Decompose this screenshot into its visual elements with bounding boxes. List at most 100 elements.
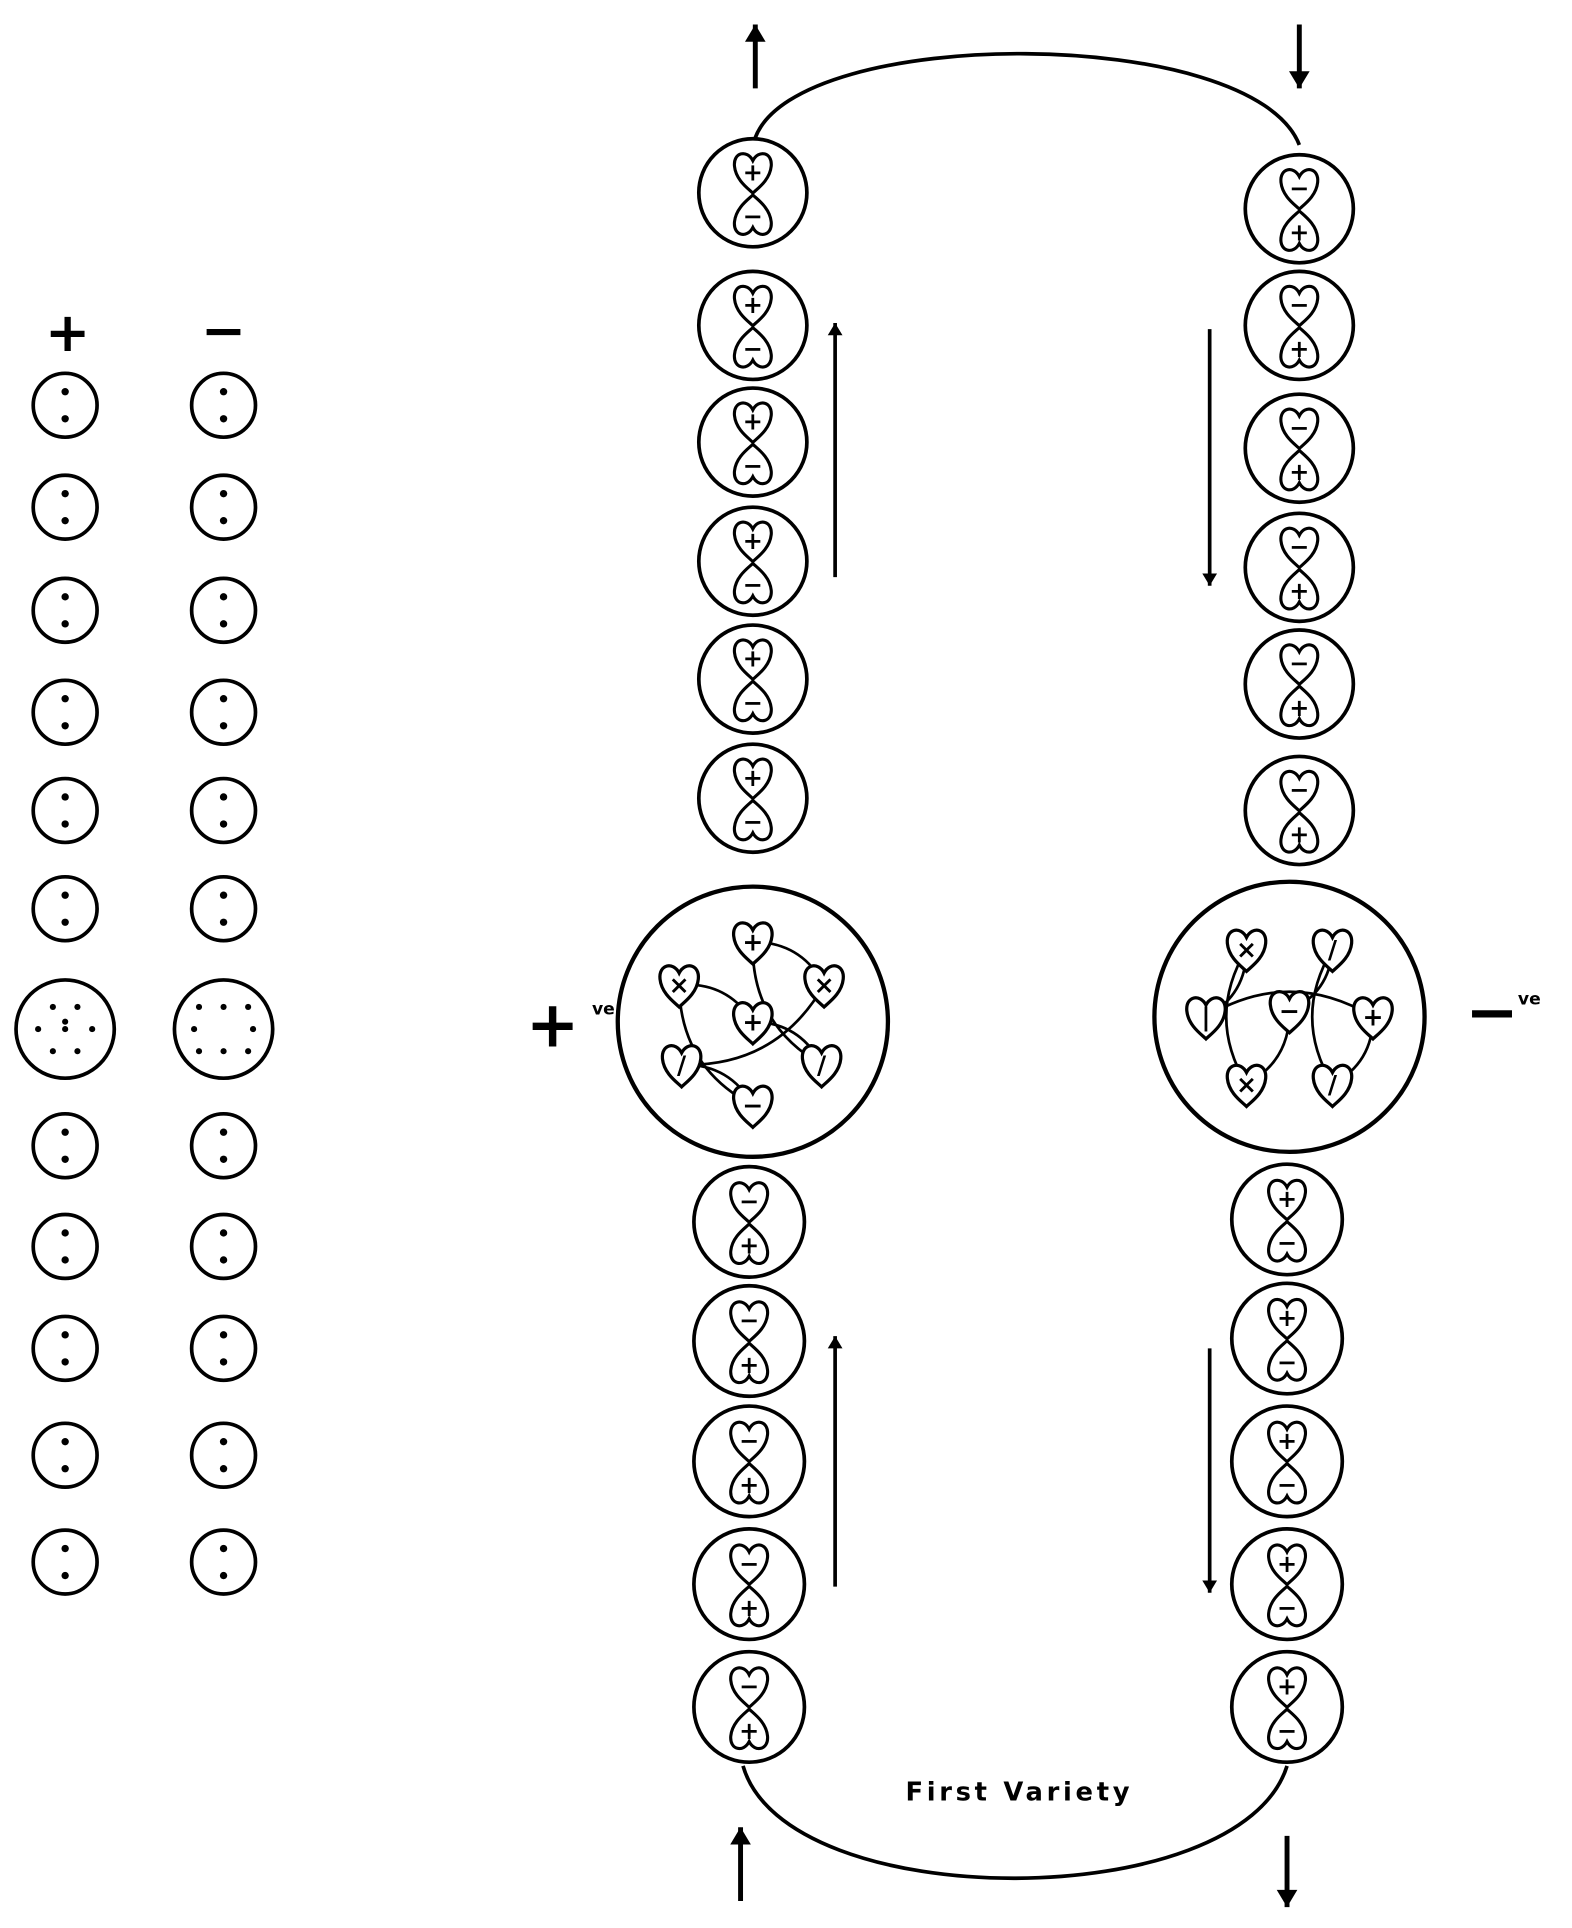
sign-label: − <box>1289 650 1309 678</box>
circle-outline <box>189 576 258 645</box>
circle-outline <box>31 776 99 845</box>
dot <box>61 722 69 730</box>
heart-particle: + <box>732 401 773 445</box>
heart-particle: − <box>729 1300 770 1344</box>
heart-outline <box>729 1221 770 1265</box>
dot <box>219 1571 228 1580</box>
circle-outline <box>31 371 99 440</box>
minus-legend-circle <box>189 1212 258 1281</box>
dot <box>219 593 228 601</box>
circle-outline <box>31 874 99 943</box>
heart-particle: − <box>732 679 773 723</box>
heart-particle: × <box>1225 928 1268 974</box>
sign-label: − <box>1277 1348 1297 1376</box>
legend-columns: + − <box>14 299 275 1596</box>
dot <box>49 1003 56 1011</box>
heart-outline <box>1225 928 1268 974</box>
sign-label: + <box>1277 1185 1297 1213</box>
heart-outline <box>803 964 845 1010</box>
sign-label: − <box>739 1427 759 1455</box>
dot <box>61 1465 69 1473</box>
plus-legend-circle <box>31 1421 99 1489</box>
heart-particle: + <box>729 1221 770 1265</box>
right-upper-chain: −+−+−+−+−+−+ <box>1243 152 1356 867</box>
heart-particle: − <box>732 192 773 236</box>
right-lower-chain: +−+−+−+−+− <box>1229 1162 1345 1765</box>
heart-particle: − <box>732 798 773 842</box>
heart-outline <box>1279 567 1320 611</box>
dot <box>219 1229 228 1237</box>
sign-label: − <box>1277 1471 1297 1499</box>
heart-outline <box>732 442 773 486</box>
sign-label: − <box>743 808 763 836</box>
sign-label: − <box>1277 1717 1297 1745</box>
heart-outline <box>732 798 773 842</box>
dot <box>61 516 69 525</box>
minus-legend-circle <box>189 1314 258 1383</box>
atom: −+ <box>692 1527 807 1642</box>
heart-outline <box>1279 683 1320 728</box>
heart-outline <box>729 1584 770 1628</box>
heart-particle: × <box>1225 1063 1268 1109</box>
dot <box>61 593 69 601</box>
dot <box>219 620 228 628</box>
dot <box>219 1155 228 1163</box>
dot <box>62 1026 69 1033</box>
atom: +− <box>696 505 809 618</box>
circle-outline <box>189 1212 258 1281</box>
dot <box>220 1003 227 1011</box>
dot <box>219 1465 228 1473</box>
atom: +− <box>696 742 809 855</box>
circle-outline <box>31 1111 99 1180</box>
atom: −+ <box>692 1404 807 1519</box>
plus-legend-circle <box>14 978 117 1081</box>
dot <box>219 1438 228 1446</box>
dot <box>62 1018 69 1025</box>
dot <box>61 918 69 926</box>
sign-label: / <box>1328 935 1338 964</box>
sign-label: × <box>1236 1070 1257 1099</box>
plus-legend-circle <box>31 1111 99 1180</box>
sign-label: − <box>1279 997 1300 1026</box>
sign-label: + <box>743 527 763 555</box>
atom: +− <box>1229 1527 1345 1642</box>
minus-column-header: − <box>201 299 246 362</box>
atom: −+ <box>692 1283 807 1399</box>
heart-outline <box>1311 1063 1354 1109</box>
positive-center-atom: +××+//− <box>615 884 891 1159</box>
heart-outline <box>732 192 773 236</box>
top-left-up-arrow <box>744 24 766 89</box>
heart-particle: × <box>658 964 700 1010</box>
right-lower-down-arrow <box>1202 1348 1218 1593</box>
atom: +− <box>1229 1404 1345 1519</box>
heart-particle: − <box>732 325 773 369</box>
sign-label: + <box>739 1471 759 1499</box>
dot <box>245 1003 252 1011</box>
dot <box>195 1003 203 1011</box>
sign-label: + <box>743 408 763 436</box>
sign-label: + <box>743 645 763 673</box>
dot <box>219 793 228 801</box>
heart-outline <box>1267 1219 1307 1263</box>
atom: +− <box>1229 1649 1345 1765</box>
dot <box>61 695 69 703</box>
circle-outline <box>31 1212 99 1281</box>
dot <box>61 1358 69 1366</box>
atom: −+ <box>692 1649 807 1765</box>
sign-label: + <box>1289 820 1309 848</box>
circle-outline <box>189 1111 258 1180</box>
sign-label: + <box>1289 694 1309 722</box>
dot <box>74 1003 81 1011</box>
sign-label: × <box>1236 935 1257 964</box>
dot <box>61 1571 69 1580</box>
arrow-head <box>827 322 843 336</box>
sign-label: − <box>739 1673 759 1701</box>
dot <box>219 918 228 926</box>
bottom-arc <box>741 1765 1289 1881</box>
minus-legend-circle <box>189 1111 258 1180</box>
heart-outline <box>658 964 700 1010</box>
atom: −+ <box>1243 511 1356 624</box>
negative-superscript: ve <box>1518 990 1541 1010</box>
left-upper-up-arrow <box>827 322 843 578</box>
sign-label: − <box>1289 414 1309 442</box>
